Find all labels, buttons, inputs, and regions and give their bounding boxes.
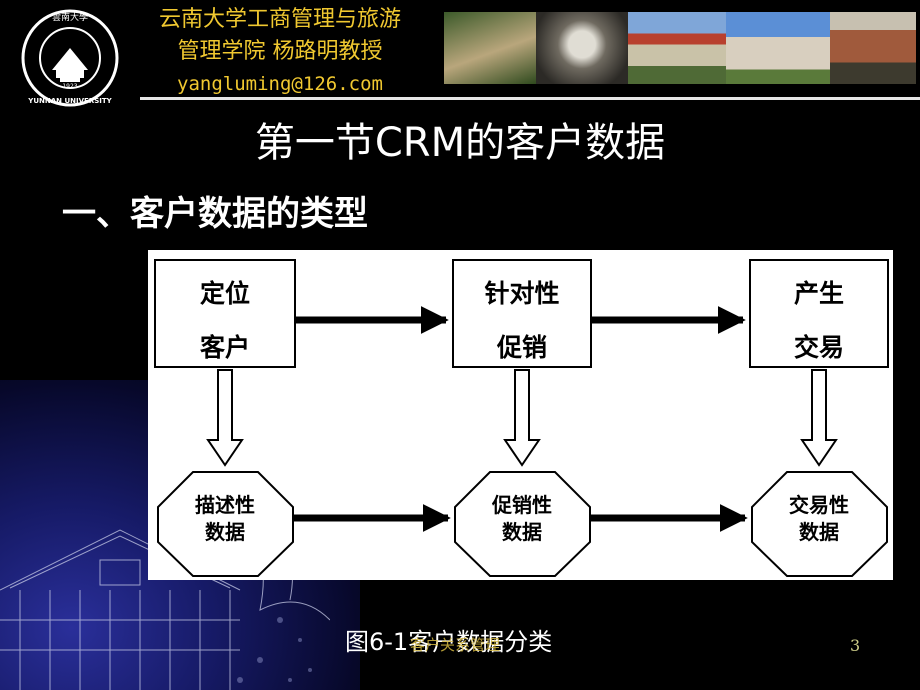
box-generate-transaction <box>749 259 889 368</box>
box3-line2: 交易 <box>794 333 844 362</box>
box-targeted-promotion <box>452 259 592 368</box>
customer-data-diagram: 定位 客户 针对性 促销 产生 交易 描述性 数据 促销性 数据 交易性 数据 <box>148 250 893 580</box>
svg-text:1923: 1923 <box>62 83 77 90</box>
down-arrow-2 <box>503 369 541 467</box>
photo-tower <box>830 12 916 84</box>
photo-hall <box>628 12 726 84</box>
node-transaction-data <box>751 471 888 577</box>
section-heading: 一、客户数据的类型 <box>62 194 368 234</box>
header-school-name: 云南大学工商管理与旅游 <box>158 7 401 32</box>
header-email: yangluming@126.com <box>177 73 383 95</box>
figure-caption: 图6-1客户数据分类 <box>345 628 553 656</box>
page-number: 3 <box>850 636 861 655</box>
down-arrow-3 <box>800 369 838 467</box>
box2-line1: 针对性 <box>484 279 559 308</box>
node1-line1: 描述性 <box>195 493 255 517</box>
photo-campus-gate <box>444 12 536 84</box>
header-text: 云南大学工商管理与旅游 管理学院 杨路明教授 yangluming@126.co… <box>130 4 430 100</box>
header-divider <box>140 97 920 100</box>
svg-text:YUNNAN UNIVERSITY: YUNNAN UNIVERSITY <box>27 97 112 105</box>
photo-statue <box>536 12 628 84</box>
node1-line2: 数据 <box>205 520 245 544</box>
node-promotional-data <box>454 471 591 577</box>
yunnan-university-logo: 雲南大學 YUNNAN UNIVERSITY 1923 <box>21 9 119 107</box>
slide-title: 第一节CRM的客户数据 <box>254 120 666 166</box>
box3-line1: 产生 <box>794 279 844 308</box>
node3-line2: 数据 <box>799 520 839 544</box>
photo-building <box>726 12 830 84</box>
box1-line1: 定位 <box>200 279 250 308</box>
box1-line2: 客户 <box>200 333 250 362</box>
down-arrow-1 <box>206 369 244 467</box>
campus-photo-strip <box>444 12 916 84</box>
footer-text: 客户关系管理 <box>410 636 501 654</box>
node-descriptive-data <box>157 471 294 577</box>
node2-line2: 数据 <box>502 520 542 544</box>
node3-line1: 交易性 <box>789 493 849 517</box>
box-locate-customer <box>154 259 296 368</box>
node2-line1: 促销性 <box>491 493 552 517</box>
header-author: 管理学院 杨路明教授 <box>177 39 383 64</box>
campus-building-illustration <box>0 519 330 690</box>
svg-text:雲南大學: 雲南大學 <box>52 11 88 23</box>
box2-line2: 促销 <box>496 333 547 362</box>
